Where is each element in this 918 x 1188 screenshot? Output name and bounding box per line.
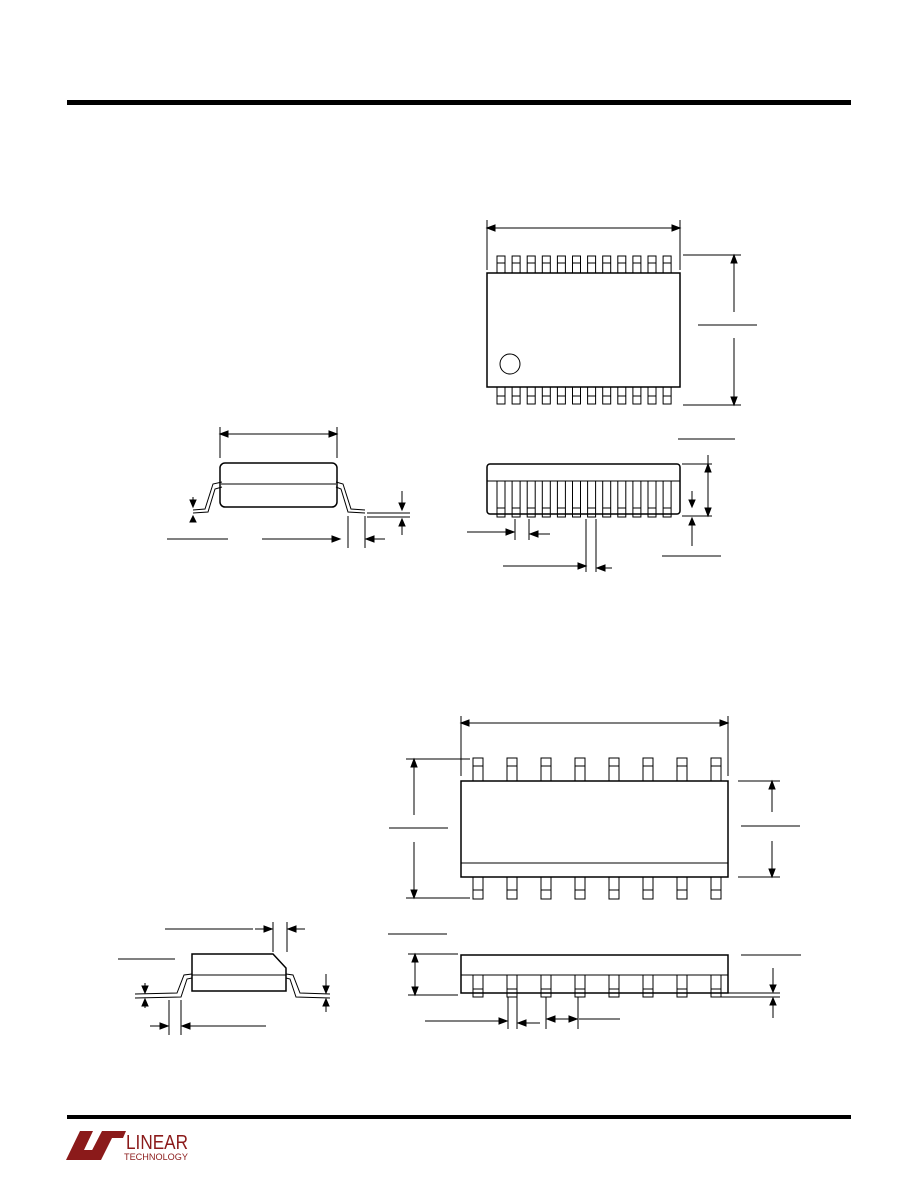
package-pin (643, 877, 653, 899)
package-lead (663, 481, 671, 517)
package-lead (575, 975, 585, 997)
package-pin (677, 877, 687, 899)
bottom-package-top-view (389, 716, 800, 899)
top-package-side-view (467, 439, 735, 572)
bottom-package (118, 716, 801, 1035)
side-view-body (487, 464, 680, 514)
package-lead (609, 975, 619, 997)
package-lead (512, 481, 520, 517)
package-lead (618, 481, 626, 517)
package-pin (507, 877, 517, 899)
package-pin (677, 758, 687, 781)
package-pin (541, 758, 551, 781)
bottom-side-view-body (461, 955, 728, 993)
top-package-top-pins (497, 256, 671, 273)
package-pin (633, 256, 641, 273)
package-pin (575, 877, 585, 899)
package-lead (473, 975, 483, 997)
package-pin (663, 256, 671, 273)
package-pin (588, 256, 596, 273)
top-package-width-dimension (487, 220, 680, 270)
package-lead (711, 975, 721, 997)
package-lead (643, 975, 653, 997)
package-lead (588, 481, 596, 517)
company-logo: LINEAR TECHNOLOGY (66, 1131, 188, 1162)
top-package-bottom-pins (497, 387, 671, 404)
package-lead (507, 975, 517, 997)
top-package (167, 220, 757, 572)
package-lead (527, 481, 535, 517)
package-pin (609, 877, 619, 899)
pin1-marker-icon (500, 354, 520, 374)
header-rule (67, 100, 851, 105)
package-pin (541, 877, 551, 899)
package-pin (648, 256, 656, 273)
package-pin (711, 877, 721, 899)
package-pin (573, 256, 581, 273)
end-view-right-lead (336, 482, 365, 510)
package-pin (542, 256, 550, 273)
top-package-end-view (167, 427, 410, 548)
side-view-leads (497, 481, 671, 517)
package-pin (473, 758, 483, 781)
bottom-package-end-view (118, 922, 330, 1035)
lt-logo-mark-icon (66, 1131, 126, 1160)
bottom-package-top-pins (473, 758, 721, 781)
package-pin (643, 758, 653, 781)
end-view-body (220, 463, 337, 507)
package-pin (575, 758, 585, 781)
package-pin (618, 256, 626, 273)
package-lead (603, 481, 611, 517)
package-pin (473, 877, 483, 899)
package-pin (557, 256, 565, 273)
bottom-package-bottom-pins (473, 877, 721, 899)
package-pin (711, 758, 721, 781)
package-pin (507, 758, 517, 781)
package-pin (609, 758, 619, 781)
package-lead (677, 975, 687, 997)
package-lead (557, 481, 565, 517)
bottom-end-view-body (192, 954, 286, 991)
bottom-package-side-view (388, 934, 801, 1029)
package-lead (497, 481, 505, 517)
top-package-top-view (487, 220, 757, 405)
logo-word-linear: LINEAR (126, 1132, 188, 1154)
bottom-package-body (461, 781, 728, 877)
package-pin (527, 256, 535, 273)
top-package-height-dimension (683, 255, 757, 405)
package-pin (497, 256, 505, 273)
package-pin (603, 256, 611, 273)
package-pin (512, 256, 520, 273)
logo-word-technology: TECHNOLOGY (124, 1152, 188, 1162)
package-lead (648, 481, 656, 517)
footer-rule (67, 1115, 851, 1119)
package-lead (573, 481, 581, 517)
end-view-left-lead (193, 482, 222, 510)
bottom-side-view-leads (473, 975, 721, 997)
package-lead (633, 481, 641, 517)
package-lead (542, 481, 550, 517)
top-package-body (487, 273, 680, 387)
